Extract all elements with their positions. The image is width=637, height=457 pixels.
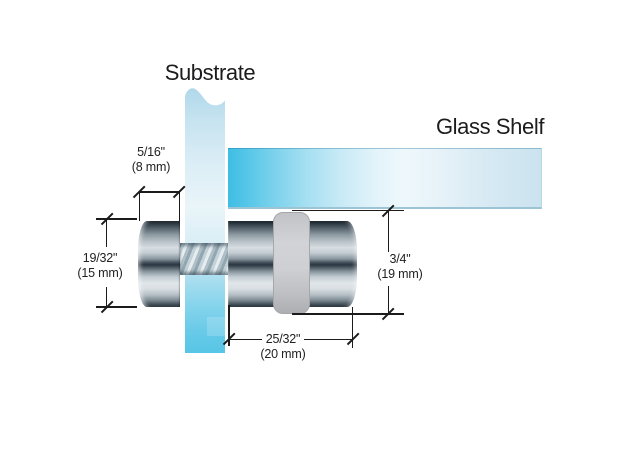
substrate-glass [185, 88, 225, 353]
dimension-line [387, 286, 389, 314]
dim-body-length-label: 25/32" (20 mm) [248, 332, 318, 362]
standoff-cap [138, 221, 180, 307]
dim-inch-value: 19/32" [82, 251, 118, 265]
dim-cap-diameter-label: 19/32" (15 mm) [66, 251, 134, 281]
dim-inch-value: 5/16" [137, 145, 165, 159]
dimension-line [139, 191, 179, 193]
extension-line [292, 313, 404, 315]
extension-line [292, 209, 404, 211]
dim-mm-value: (15 mm) [77, 266, 123, 280]
threaded-rod [179, 243, 235, 275]
extension-line [228, 305, 230, 346]
substrate-label: Substrate [164, 60, 256, 85]
dim-body-diameter-label: 3/4" (19 mm) [366, 252, 434, 282]
dim-cap-length-label: 5/16" (8 mm) [120, 145, 182, 175]
dim-inch-value: 3/4" [389, 252, 411, 266]
clamp-ring-gasket [273, 212, 310, 314]
extension-line [96, 306, 137, 308]
extension-line [178, 192, 180, 221]
substrate-highlight-patch [207, 317, 225, 336]
dim-mm-value: (20 mm) [260, 347, 306, 361]
dim-inch-value: 25/32" [265, 332, 301, 346]
extension-line [138, 192, 140, 221]
dim-mm-value: (8 mm) [131, 160, 171, 174]
extension-line [352, 307, 354, 348]
dimension-line [106, 287, 108, 307]
glass-shelf-panel [228, 148, 542, 209]
dimension-line [106, 219, 108, 247]
dimension-line [304, 338, 353, 340]
dim-mm-value: (19 mm) [377, 267, 423, 281]
dimension-line [387, 210, 389, 252]
glass-shelf-label: Glass Shelf [435, 114, 545, 139]
substrate-glass-shape [185, 88, 225, 353]
dimension-line [229, 338, 262, 340]
extension-line [96, 218, 137, 220]
